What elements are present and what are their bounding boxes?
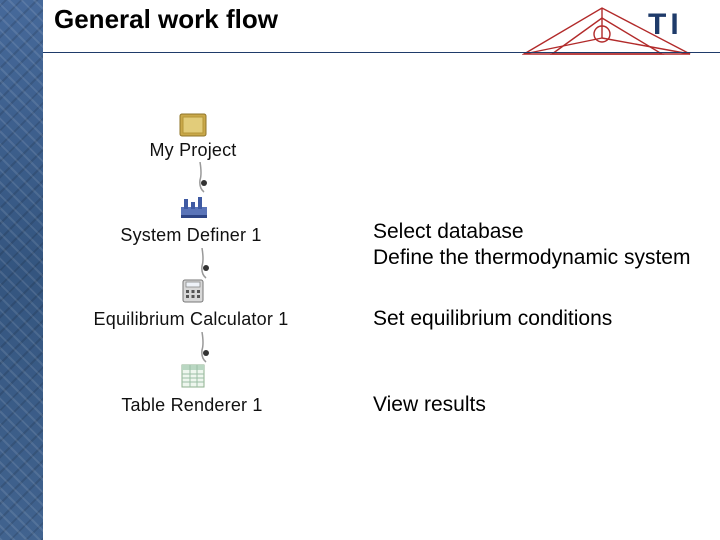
step-text: View results (373, 393, 486, 416)
tree-node-label[interactable]: Table Renderer 1 (121, 395, 263, 415)
step-text: Select database (373, 220, 524, 243)
tree-connector (201, 248, 209, 279)
system-definer-icon (181, 197, 207, 218)
tree-node-label[interactable]: System Definer 1 (120, 225, 262, 245)
tree-connector (199, 162, 207, 193)
step-text: Set equilibrium conditions (373, 307, 613, 330)
slide-title: General work flow (54, 4, 278, 34)
logo-text: TI (648, 8, 683, 41)
thermo-calc-logo: TI (522, 7, 691, 55)
header-rule (43, 52, 720, 53)
tree-node-label[interactable]: Equilibrium Calculator 1 (93, 309, 289, 329)
tree-connector (201, 332, 209, 363)
tree-node-label[interactable]: My Project (149, 140, 237, 160)
step-text: Define the thermodynamic system (373, 246, 691, 269)
folder-icon (179, 113, 207, 137)
calculator-icon (182, 279, 204, 303)
table-icon (181, 364, 205, 388)
decorative-sidebar (0, 0, 43, 540)
